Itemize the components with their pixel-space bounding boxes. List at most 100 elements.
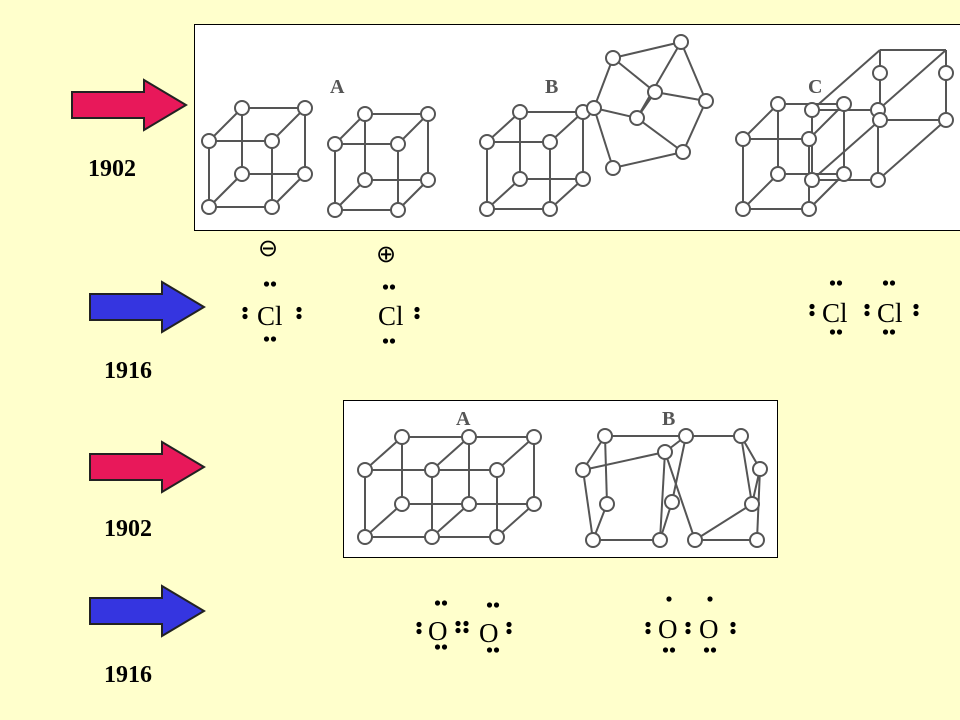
electron-dot [296,313,302,320]
electron-dot [416,628,422,635]
electron-dot [829,280,836,286]
electron-dot [486,602,493,608]
cube-edge [682,100,707,153]
electron-dot [420,172,436,188]
electron-dot [463,627,469,634]
electron-dot [575,462,591,478]
electron-dot [394,429,410,445]
cube-edge [431,436,470,471]
electron-dot [597,428,613,444]
electron-dot [512,104,528,120]
electron-dot [416,621,422,628]
electron-dot [357,106,373,122]
o2-left-atom-symbol: O [428,616,448,646]
electron-dot [730,628,736,635]
electron-dot [424,529,440,545]
electron-dot [836,280,843,286]
panel-label-c: C [808,76,822,98]
cube-edge [636,41,682,119]
electron-dot [463,620,469,627]
red-arrow-icon [71,78,188,132]
cube-edge [671,435,687,503]
electron-dot [455,627,461,634]
electron-dot [389,284,396,290]
electron-dot [263,281,270,287]
electron-dot [938,65,954,81]
o2-double-left-symbol: O [658,614,678,644]
cube-edge [496,436,535,471]
electron-dot [585,532,601,548]
electron-dot [647,84,663,100]
electron-dot [809,303,815,310]
electron-dot [586,100,602,116]
cube-edge [593,107,614,169]
electron-dot [913,303,919,310]
o2-double-right-symbol: O [699,614,719,644]
electron-dot [242,313,248,320]
electron-dot [652,532,668,548]
electron-dot [441,600,448,606]
cube-edge [742,103,779,140]
cube-edge [664,451,696,541]
electron-dot [382,338,389,344]
cube-edge [604,435,608,505]
chlorine-cation-symbol: Cl [378,301,404,331]
electron-dot [270,336,277,342]
cube-edge [612,41,682,59]
electron-dot [698,93,714,109]
cube-edge [582,451,666,471]
electron-dot [829,329,836,335]
electron-dot [872,65,888,81]
electron-dot [744,496,760,512]
electron-dot [489,462,505,478]
electron-dot [201,199,217,215]
electron-dot [489,529,505,545]
electron-dot [662,647,669,653]
cube-edge [612,57,656,93]
cube-edge [431,503,470,538]
electron-dot [938,112,954,128]
electron-dot [770,166,786,182]
year-label: 1916 [104,662,152,688]
electron-dot [234,100,250,116]
electron-dot [434,600,441,606]
electron-dot [461,496,477,512]
electron-dot [836,96,852,112]
electron-dot [685,621,691,628]
cl2-left-symbol: Cl [822,298,848,328]
panel-label-b: B [545,76,558,98]
cube-edge [364,503,403,538]
electron-dot [424,462,440,478]
electron-dot [434,644,441,650]
electron-dot [575,171,591,187]
electron-dot [678,428,694,444]
electron-dot [542,134,558,150]
electron-dot [605,50,621,66]
electron-dot [242,306,248,313]
electron-dot [542,201,558,217]
electron-dot [357,529,373,545]
electron-dot [666,596,672,602]
panel-label-a: A [456,408,471,430]
electron-dot [804,102,820,118]
cube-edge [593,57,614,109]
electron-dot [493,602,500,608]
electron-dot [836,329,843,335]
cube-edge [740,435,753,505]
cube-edge [636,117,684,153]
electron-dot [357,172,373,188]
negative-charge-icon: ⊖ [258,234,278,262]
electron-dot [657,444,673,460]
electron-dot [889,329,896,335]
electron-dot [836,166,852,182]
electron-dot [599,496,615,512]
electron-dot [486,647,493,653]
cl2-right-symbol: Cl [877,298,903,328]
electron-dot [263,336,270,342]
electron-dot [264,133,280,149]
electron-dot [441,644,448,650]
cube-edge [364,436,403,471]
panel-label-b: B [662,408,675,430]
cube-edge [811,49,881,111]
electron-dot [506,621,512,628]
